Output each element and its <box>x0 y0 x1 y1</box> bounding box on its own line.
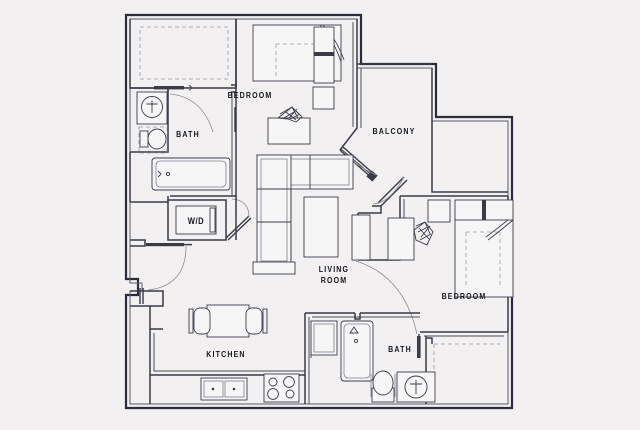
bedroom-right-label: BEDROOM <box>442 291 487 301</box>
vanity-sink-left-bath <box>136 91 168 125</box>
washer-dryer-closet: W/D <box>167 198 252 241</box>
balcony-label: BALCONY <box>373 126 416 136</box>
sliding-door-balcony-living <box>339 150 408 207</box>
kitchen: KITCHEN <box>130 290 305 404</box>
wardrobe-right-bedroom <box>427 199 514 223</box>
chair-left <box>188 307 211 335</box>
bath-left-door <box>169 93 236 133</box>
interior-wall-segments <box>130 196 237 240</box>
bath-bottom: BATH <box>304 312 436 404</box>
dining-table <box>206 304 250 338</box>
bath-left-label: BATH <box>176 129 200 139</box>
plant-top-bedroom <box>276 106 303 123</box>
toilet-left-bath <box>138 126 168 154</box>
coffee-table <box>303 196 339 258</box>
sectional-sofa <box>252 154 354 275</box>
linen-closet-bottom-bath <box>310 320 338 358</box>
kitchen-cooktop <box>263 373 300 403</box>
bedroom-top: BEDROOM <box>228 19 358 151</box>
living-room: LIVING ROOM <box>252 154 354 285</box>
bedroom-right: BEDROOM <box>351 121 514 404</box>
dresser-right-bedroom <box>351 214 415 261</box>
kitchen-label: KITCHEN <box>206 349 245 359</box>
bed-right-bedroom <box>454 208 514 298</box>
living-room-label-1: LIVING <box>319 264 349 274</box>
kitchen-sink <box>200 377 248 401</box>
plant-right-bedroom <box>413 221 434 246</box>
chair-right <box>245 307 268 335</box>
bedroom-top-label: BEDROOM <box>228 90 273 100</box>
toilet-bottom-bath <box>370 370 396 403</box>
vanity-sink-bottom-bath <box>396 371 436 403</box>
living-room-label-2: ROOM <box>321 275 348 285</box>
bathtub-bottom-bath <box>340 320 374 382</box>
bath-left: BATH <box>129 87 237 202</box>
bath-bottom-label: BATH <box>388 344 412 354</box>
dresser-top-bedroom <box>267 117 311 145</box>
bedroom-right-door <box>355 260 421 358</box>
washer-dryer-label: W/D <box>188 215 204 226</box>
wardrobe-top-bedroom <box>312 26 335 110</box>
bathtub-left-bath <box>151 157 231 191</box>
